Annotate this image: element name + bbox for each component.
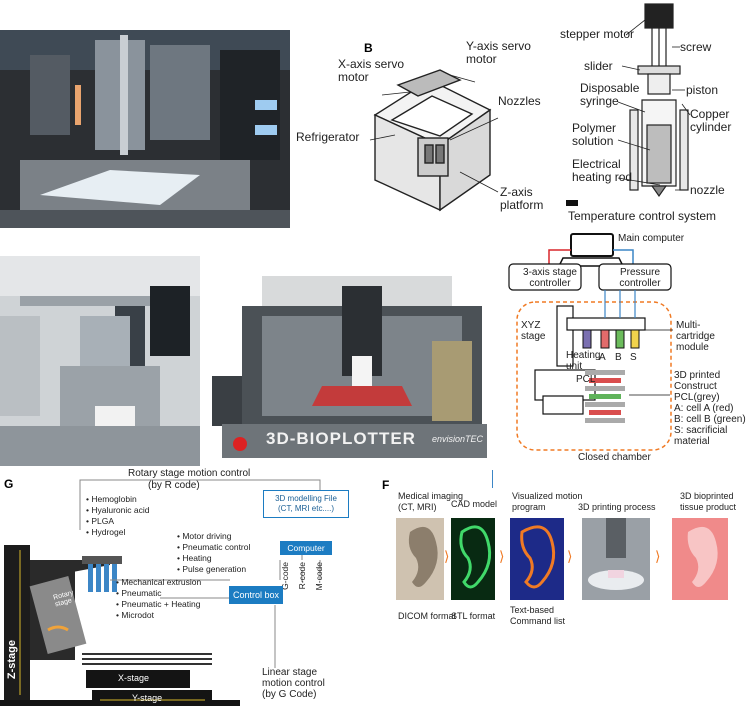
material-item: PLGA (86, 516, 149, 527)
label-x-servo: X-axis servo motor (338, 57, 405, 84)
step3-bottom: Text-based Command list (510, 605, 566, 626)
label-refrigerator: Refrigerator (296, 130, 360, 144)
photo-bioprinter-a (0, 30, 290, 228)
label-z-axis: Z-axis platform (500, 185, 544, 212)
label-cartridge-a: A (599, 352, 606, 363)
label-main-computer: Main computer (618, 233, 685, 244)
label-pressure-controller: Pressure controller (619, 267, 661, 289)
chevron-right-icon: ⟩ (499, 548, 505, 564)
material-item: Hyaluronic acid (86, 505, 149, 516)
label-linear-control: Linear stage motion control (by G Code) (262, 667, 325, 700)
label-construct-legend: 3D printed Construct PCL(grey) A: cell A… (674, 370, 746, 447)
step1-top: Medical imaging (CT, MRI) (398, 491, 464, 512)
label-heating-unit: Heating unit (566, 350, 601, 372)
label-y-servo: Y-axis servo motor (466, 39, 531, 66)
heads-list: Mechanical extrusion Pneumatic Pneumatic… (116, 577, 201, 621)
head-item: Pneumatic (116, 588, 201, 599)
materials-list: Hemoglobin Hyaluronic acid PLGA Hydrogel (86, 494, 149, 538)
panel-label-f: F (382, 478, 390, 492)
panel-label-b: B (364, 41, 373, 55)
diagram-printer-b (369, 3, 691, 212)
head-item: Microdot (116, 610, 201, 621)
modelling-file-box: 3D modelling File (CT, MRI etc....) (263, 490, 349, 518)
label-nozzle: nozzle (690, 183, 725, 197)
step2-bottom: STL format (451, 611, 496, 621)
label-rotary-control: Rotary stage motion control (128, 468, 251, 479)
step3-top: Visualized motion program (512, 491, 583, 512)
function-item: Pneumatic control (177, 542, 250, 553)
label-slider: slider (584, 59, 613, 73)
label-closed-chamber: Closed chamber (578, 452, 651, 463)
envisiontec-logo-text: envisionTEC (432, 434, 484, 444)
label-cartridge-s: S (630, 352, 637, 363)
arrow-down-line (492, 470, 493, 488)
control-box: Control box (229, 586, 283, 604)
head-item: Pneumatic + Heating (116, 599, 201, 610)
diagram-bioprinter-g (0, 479, 321, 706)
label-heating-rod: Electrical heating rod (572, 157, 633, 184)
function-item: Heating (177, 553, 250, 564)
step2-top: CAD model (451, 499, 498, 509)
photo-bioprinter-c (0, 256, 200, 466)
process-images (396, 518, 728, 600)
label-temp-control: Temperature control system (568, 209, 717, 223)
label-pcl: PCL (576, 374, 596, 385)
label-multi-cartridge: Multi- cartridge module (676, 320, 715, 353)
label-r-code: R-code (297, 562, 307, 590)
label-xyz-stage: XYZ stage (521, 320, 546, 342)
label-stage-controller: 3-axis stage controller (523, 267, 577, 289)
label-y-stage: Y-stage (132, 693, 163, 703)
label-m-code: M-code (314, 562, 324, 591)
label-x-stage: X-stage (118, 673, 150, 683)
label-nozzles: Nozzles (498, 94, 541, 108)
bioplotter-brand-text: 3D-BIOPLOTTER (266, 429, 416, 448)
label-piston: piston (686, 83, 719, 97)
chevron-right-icon: ⟩ (444, 548, 450, 564)
label-copper-cylinder: Copper cylinder (690, 107, 732, 134)
chevron-right-icon: ⟩ (567, 548, 573, 564)
panel-label-g: G (4, 477, 14, 491)
label-screw: screw (680, 40, 712, 54)
function-item: Pulse generation (177, 564, 250, 575)
step5-top: 3D bioprinted tissue product (680, 491, 737, 512)
material-item: Hydrogel (86, 527, 149, 538)
photo-3d-bioplotter-d: 3D-BIOPLOTTER envisionTEC (202, 256, 500, 468)
label-disposable-syringe: Disposable syringe (580, 81, 640, 108)
label-polymer-solution: Polymer solution (572, 121, 617, 148)
functions-list: Motor driving Pneumatic control Heating … (177, 531, 250, 575)
step4-top: 3D printing process (578, 502, 656, 512)
label-stepper-motor: stepper motor (560, 27, 635, 41)
step1-bottom: DICOM format (398, 611, 457, 621)
computer-box: Computer (280, 541, 332, 555)
head-item: Mechanical extrusion (116, 577, 201, 588)
diagram-system-e (508, 233, 673, 451)
material-item: Hemoglobin (86, 494, 149, 505)
function-item: Motor driving (177, 531, 250, 542)
chevron-right-icon: ⟩ (655, 548, 661, 564)
label-cartridge-b: B (615, 352, 622, 363)
label-z-stage: Z-stage (6, 640, 18, 680)
label-by-r-code: (by R code) (148, 480, 200, 491)
